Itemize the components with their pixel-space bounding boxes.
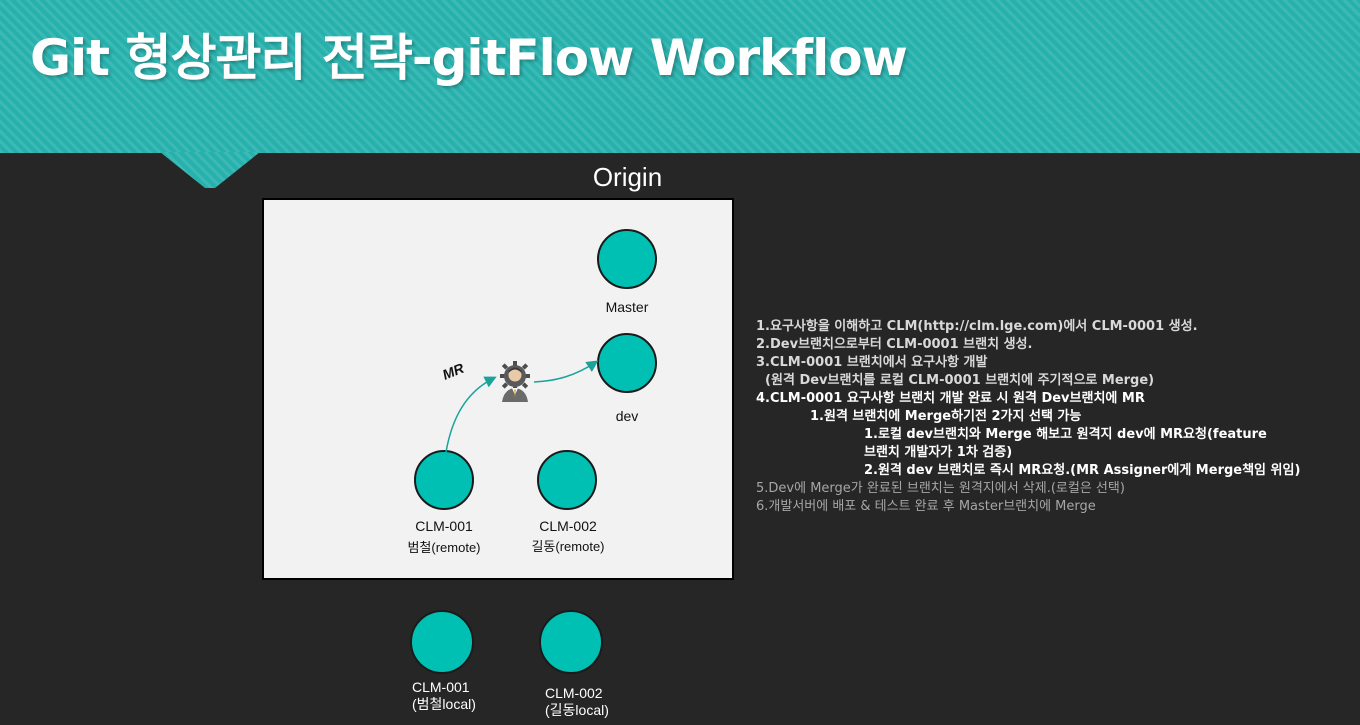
dev-branch-label: dev (615, 408, 639, 424)
clm001-local-label: CLM-001 (412, 679, 470, 695)
step-4-1-1-cont: 브랜치 개발자가 1차 검증) (864, 445, 1013, 460)
clm001-remote-node[interactable] (414, 450, 474, 510)
master-branch-label: Master (605, 299, 649, 315)
header-notch (160, 152, 260, 188)
clm001-remote-label: CLM-001 (415, 518, 473, 534)
clm002-local-owner: (길동local) (545, 702, 609, 718)
step-1: 1.요구사항을 이해하고 CLM(http://clm.lge.com)에서 C… (756, 319, 1198, 334)
step-6: 6.개발서버에 배포 & 테스트 완료 후 Master브랜치에 Merge (756, 499, 1096, 514)
step-3: 3.CLM-0001 브랜치에서 요구사항 개발 (756, 355, 988, 370)
step-4-1-1: 1.로컬 dev브랜치와 Merge 해보고 원격지 dev에 MR요청(fea… (864, 427, 1267, 442)
step-3-note: (원격 Dev브랜치를 로컬 CLM-0001 브랜치에 주기적으로 Merge… (756, 373, 1155, 388)
step-5: 5.Dev에 Merge가 완료된 브랜치는 원격지에서 삭제.(로컬은 선택) (756, 481, 1125, 496)
step-4: 4.CLM-0001 요구사항 브랜치 개발 완료 시 원격 Dev브랜치에 M… (756, 391, 1145, 406)
clm001-local-node[interactable] (410, 610, 474, 674)
user-gear-icon (500, 361, 530, 402)
clm001-local-owner: (범철local) (412, 696, 476, 712)
clm002-remote-owner: 길동(remote) (531, 539, 605, 554)
origin-label: Origin (592, 162, 663, 192)
header-banner (0, 0, 1360, 153)
slide-title: Git 형상관리 전략-gitFlow Workflow (30, 29, 908, 87)
clm002-remote-label: CLM-002 (539, 518, 597, 534)
step-4-1: 1.원격 브랜치에 Merge하기전 2가지 선택 가능 (810, 409, 1082, 424)
step-2: 2.Dev브랜치으로부터 CLM-0001 브랜치 생성. (756, 337, 1033, 352)
clm002-local-node[interactable] (539, 610, 603, 674)
clm002-local-label: CLM-002 (545, 685, 603, 701)
master-branch-node[interactable] (597, 229, 657, 289)
step-4-1-2: 2.원격 dev 브랜치로 즉시 MR요청.(MR Assigner에게 Mer… (864, 463, 1301, 478)
clm002-remote-node[interactable] (537, 450, 597, 510)
dev-branch-node[interactable] (597, 333, 657, 393)
clm001-remote-owner: 범철(remote) (407, 540, 481, 555)
